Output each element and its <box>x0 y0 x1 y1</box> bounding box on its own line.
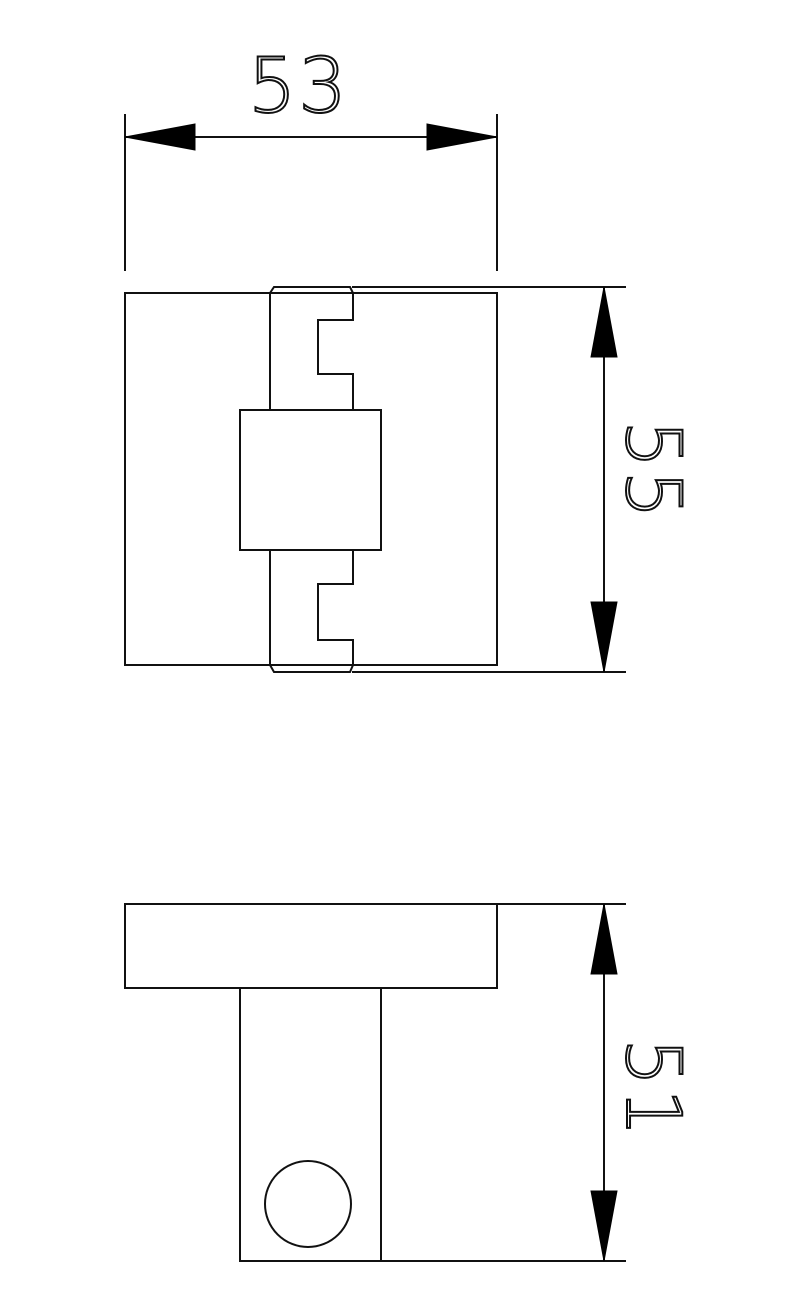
width-arrow-left <box>124 123 196 151</box>
side-view-baseplate <box>124 903 498 989</box>
side-view-hole <box>264 1160 352 1248</box>
bottom-height-dimension-value: 51 <box>609 1038 698 1139</box>
width-arrow-right <box>426 123 498 151</box>
side-view-arm <box>239 987 382 1262</box>
side-view <box>124 903 498 1262</box>
bottom-height-arrow-up <box>590 903 618 975</box>
width-dimension: 53 <box>124 40 498 271</box>
front-view-center-block <box>239 409 382 551</box>
bottom-height-arrow-down <box>590 1190 618 1262</box>
front-view-lower-arm <box>269 549 354 673</box>
top-height-dimension: 55 <box>352 286 699 673</box>
bottom-height-dimension: 51 <box>380 903 699 1262</box>
top-height-dimension-value: 55 <box>609 420 698 521</box>
front-view-upper-arm <box>269 286 354 411</box>
width-dimension-value: 53 <box>248 41 349 130</box>
top-height-arrow-up <box>590 286 618 358</box>
front-view-baseplate <box>124 292 498 666</box>
front-view <box>124 286 498 673</box>
top-height-arrow-down <box>590 601 618 673</box>
